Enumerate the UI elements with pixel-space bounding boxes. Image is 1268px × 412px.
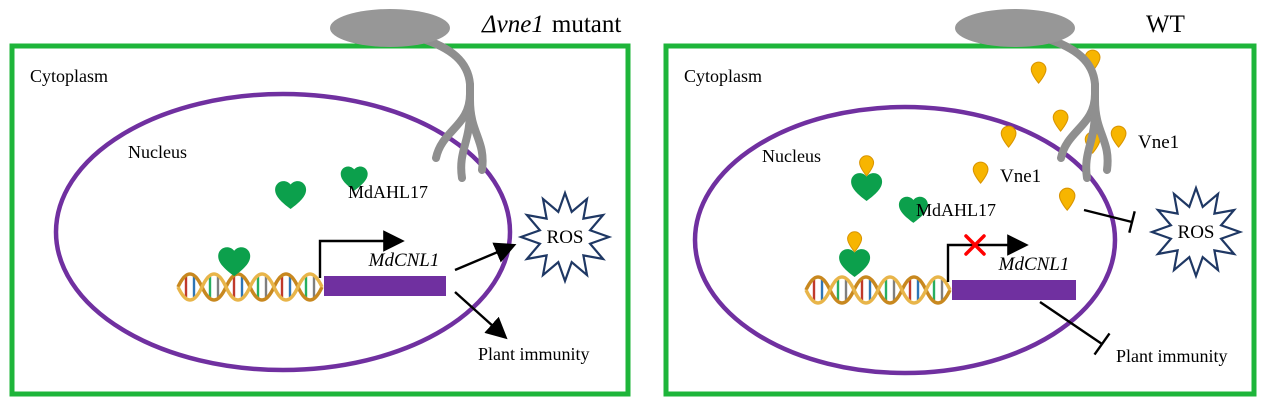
inhibition-line-ros: [1083, 208, 1133, 224]
plant-immunity-label: Plant immunity: [478, 344, 590, 364]
nucleus-envelope: [53, 91, 513, 373]
panel-title-left: Δvne1 mutant: [481, 11, 621, 38]
cytoplasm-label: Cytoplasm: [30, 66, 108, 86]
vne1-label-outer: Vne1: [1138, 132, 1179, 153]
mdahl17-label: MdAHL17: [348, 182, 428, 202]
panel-right: Cytoplasm Nucleus MdCNL1 MdAHL17 Vne1 Vn…: [663, 9, 1257, 397]
arrow-to-immunity: [454, 291, 508, 340]
panel-left: Cytoplasm Nucleus MdCNL1 MdAHL17 ROS Pla…: [9, 9, 631, 397]
vne1-label-inner: Vne1: [1000, 166, 1041, 187]
transcription-arrow: [946, 234, 1029, 282]
inhibition-line-immunity: [1039, 301, 1103, 345]
mdcnl1-gene-label: MdCNL1: [368, 250, 440, 271]
plant-immunity-label: Plant immunity: [1116, 346, 1228, 366]
title-mutant-gene: Δvne1: [481, 11, 544, 38]
inhibition-cap-ros: [1128, 211, 1136, 233]
inhibition-cap-immunity: [1093, 332, 1111, 356]
nucleus-envelope: [692, 104, 1118, 376]
ros-label: ROS: [1178, 222, 1215, 243]
ros-burst: ROS: [519, 191, 611, 283]
ros-label: ROS: [547, 227, 584, 248]
ros-burst: ROS: [1150, 186, 1242, 278]
panel-title-right: WT: [1146, 11, 1185, 38]
title-mutant-suffix: mutant: [552, 11, 621, 38]
mdcnl1-gene-bar: [324, 276, 446, 296]
arrow-to-ros: [454, 242, 517, 272]
mdcnl1-gene-label: MdCNL1: [998, 254, 1070, 275]
blocked-transcription-x-icon: [964, 234, 986, 256]
nucleus-label: Nucleus: [128, 142, 187, 162]
cytoplasm-label: Cytoplasm: [684, 66, 762, 86]
mdahl17-label: MdAHL17: [916, 200, 996, 220]
mdcnl1-gene-bar: [952, 280, 1076, 300]
nucleus-label: Nucleus: [762, 146, 821, 166]
transcription-arrow: [318, 230, 405, 278]
